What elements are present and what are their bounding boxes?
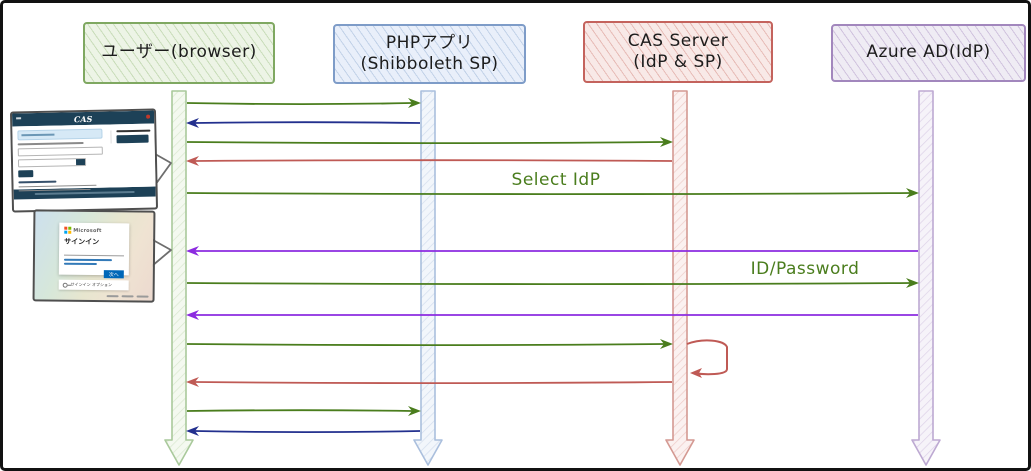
text-placeholder-line bbox=[116, 129, 151, 133]
message-arrow-line bbox=[194, 430, 421, 433]
message-arrow-line bbox=[194, 313, 919, 316]
message-arrowhead bbox=[660, 137, 673, 147]
cas-password-input bbox=[17, 157, 87, 168]
ms-link-line bbox=[63, 258, 112, 262]
message-arrow-line bbox=[186, 343, 665, 346]
text-placeholder-line bbox=[18, 188, 91, 192]
actor-sublabel: (Shibboleth SP) bbox=[360, 54, 499, 74]
actor-label: PHPアプリ bbox=[385, 32, 474, 53]
message-arrowhead bbox=[408, 98, 421, 108]
message-arrowhead bbox=[186, 118, 199, 128]
message-arrow-line bbox=[186, 141, 665, 144]
window-close-icon bbox=[146, 114, 151, 119]
actor-sublabel: (IdP & SP) bbox=[633, 52, 723, 72]
message-arrowhead bbox=[660, 339, 673, 349]
message-arrowhead bbox=[408, 406, 421, 416]
microsoft-logo: Microsoft bbox=[64, 226, 124, 235]
cas-username-input bbox=[17, 146, 103, 157]
message-arrow-line bbox=[194, 381, 673, 384]
text-placeholder-line bbox=[17, 141, 84, 146]
cas-logo: CAS bbox=[73, 113, 93, 124]
text-placeholder-line bbox=[18, 180, 57, 184]
message-arrow-line bbox=[186, 282, 911, 285]
window-minimize-icon bbox=[16, 117, 22, 120]
lifeline-azure bbox=[911, 90, 941, 466]
message-label: Select IdP bbox=[511, 170, 601, 190]
lifeline-php bbox=[413, 90, 443, 466]
actor-label: Azure AD(IdP) bbox=[866, 42, 991, 63]
cas-idp-button bbox=[116, 134, 149, 144]
cas-login-button bbox=[18, 170, 34, 178]
message-arrowhead bbox=[906, 278, 919, 288]
message-arrow-line bbox=[186, 192, 911, 195]
message-arrowhead bbox=[186, 156, 199, 166]
microsoft-logo-text: Microsoft bbox=[73, 227, 102, 234]
lifeline-cas bbox=[665, 90, 695, 466]
message-arrowhead bbox=[186, 310, 199, 320]
message-arrow-line bbox=[194, 121, 421, 124]
cas-info-banner bbox=[17, 128, 103, 141]
ms-link-line bbox=[63, 262, 97, 266]
actor-label: ユーザー(browser) bbox=[101, 42, 257, 63]
message-arrowhead bbox=[186, 377, 199, 387]
message-arrowhead bbox=[186, 426, 199, 436]
cas-external-idp-panel bbox=[110, 129, 151, 144]
message-arrow-line bbox=[194, 249, 919, 252]
actor-box-azure: Azure AD(IdP) bbox=[831, 24, 1026, 82]
actor-box-cas: CAS Server(IdP & SP) bbox=[583, 21, 773, 83]
message-label: ID/Password bbox=[750, 259, 860, 279]
actor-box-php: PHPアプリ(Shibboleth SP) bbox=[333, 24, 526, 84]
actor-box-user: ユーザー(browser) bbox=[83, 22, 275, 84]
microsoft-logo-icon bbox=[64, 226, 72, 234]
ms-email-input bbox=[64, 249, 125, 257]
self-message-loop bbox=[686, 339, 728, 376]
ms-signin-options: サインイン オプション bbox=[58, 279, 129, 291]
message-arrow-line bbox=[186, 409, 413, 412]
ms-signin-card: Microsoft サインイン 次へ bbox=[58, 222, 130, 279]
message-arrowhead bbox=[906, 188, 919, 198]
cas-login-form bbox=[17, 128, 103, 195]
actor-label: CAS Server bbox=[627, 30, 729, 51]
ms-footer-links bbox=[106, 295, 149, 298]
diagram-overlay bbox=[133, 90, 941, 466]
cas-page-body bbox=[12, 123, 156, 192]
self-message-arrowhead bbox=[690, 368, 702, 378]
text-placeholder-line bbox=[18, 184, 97, 188]
message-arrow-line bbox=[186, 102, 413, 105]
key-icon bbox=[62, 282, 68, 288]
reveal-password-icon bbox=[75, 158, 86, 166]
ms-next-button: 次へ bbox=[103, 270, 124, 279]
ms-signin-heading: サインイン bbox=[64, 237, 100, 247]
ms-signin-options-label: サインイン オプション bbox=[70, 281, 113, 288]
azure-signin-thumbnail: Microsoft サインイン 次へ サインイン オプション bbox=[32, 209, 156, 303]
message-arrowhead bbox=[186, 246, 199, 256]
message-arrow-line bbox=[194, 159, 673, 162]
lifeline-user bbox=[164, 90, 194, 466]
cas-login-thumbnail: CAS bbox=[9, 108, 159, 213]
